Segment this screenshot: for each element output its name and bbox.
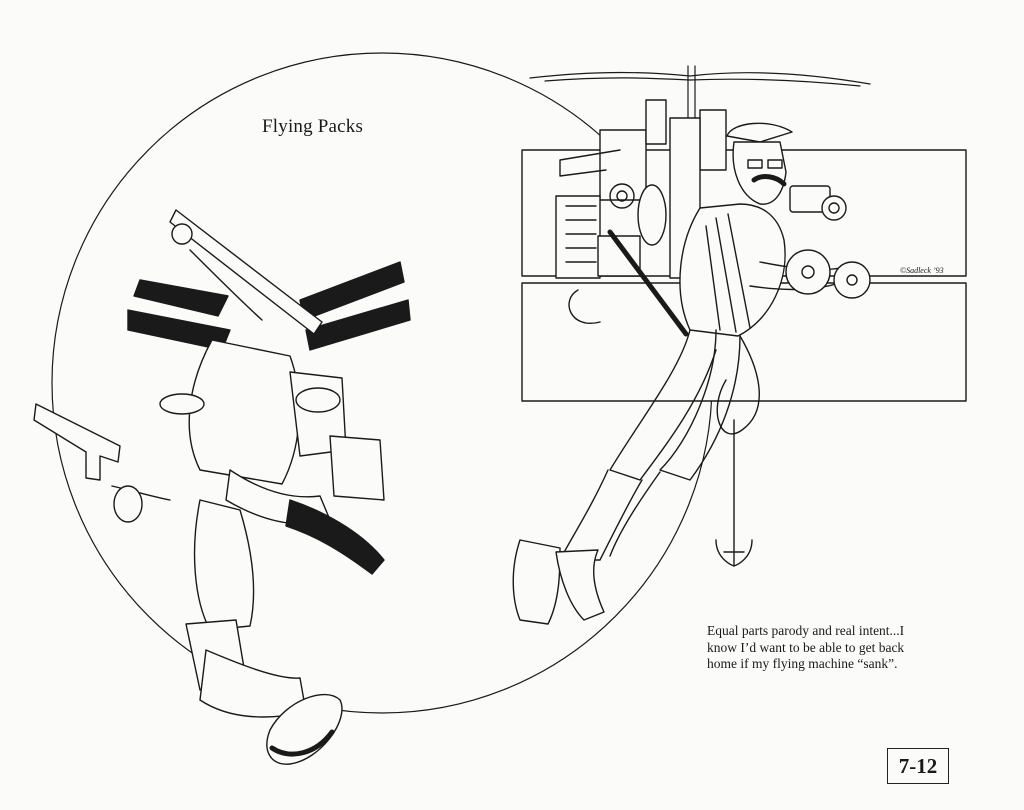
caption-line-2: know I’d want to be able to get back (707, 639, 905, 655)
rotor-blades (529, 65, 871, 121)
right-flier-figure (512, 122, 871, 625)
caption-line-1: Equal parts parody and real intent...I (707, 623, 905, 638)
artist-signature: ©Sadleck ’93 (900, 266, 944, 275)
page-number: 7-12 (887, 748, 949, 784)
caption: Equal parts parody and real intent...I k… (707, 623, 957, 673)
caption-line-3: home if my flying machine “sank”. (707, 656, 898, 671)
illustration-title: Flying Packs (262, 116, 364, 137)
left-flier-figure (33, 209, 411, 765)
